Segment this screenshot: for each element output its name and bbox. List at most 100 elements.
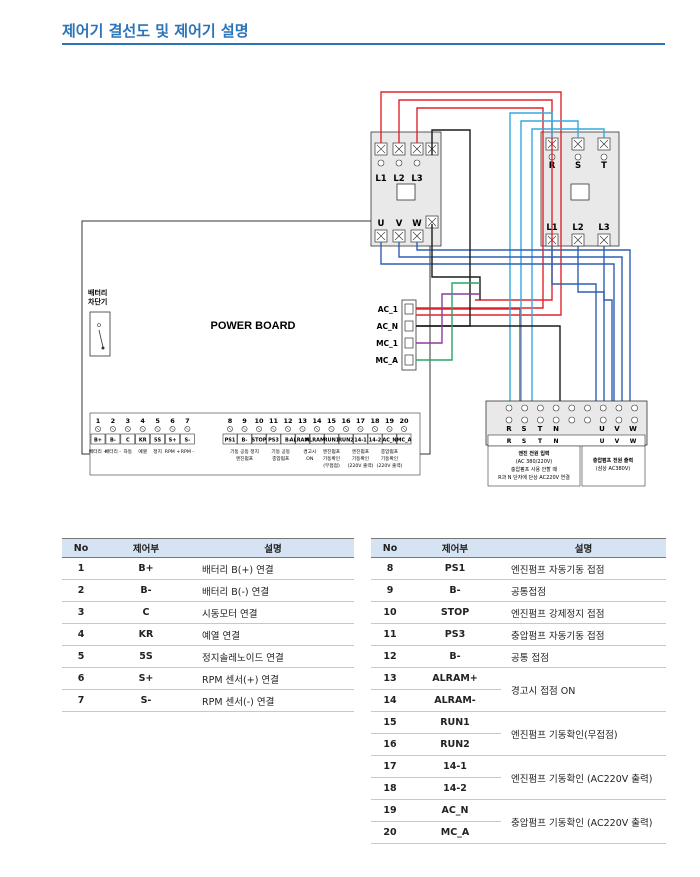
terminal-label: RUN1 [324,438,340,444]
terminal-label-box [165,433,180,445]
terminal-number: 7 [185,417,190,425]
terminal-label-box [120,433,136,445]
terminal-description: RPM + [165,449,181,455]
input-terminal-top-label: W [629,425,637,433]
terminal-number: 6 [170,417,175,425]
contactor-right-top-label: S [575,161,581,171]
row-code: STOP [409,601,501,624]
row-number: 10 [371,601,409,624]
contactor-left-top-screw-mark [394,144,404,154]
terminal-label-box [367,433,383,445]
row-description: 충압펌프 기동확인 (AC220V 출력) [501,799,666,844]
red-wire [416,107,544,309]
terminal-label: KR [139,438,147,444]
terminal-screw-mark [155,427,160,431]
contactor-left-top-screw-mark [412,144,422,154]
terminal-screw-mark [96,427,100,431]
terminal-description: 엔진펌프 [352,448,370,455]
terminal-screw-mark [242,427,247,431]
terminal-label: ALRAM - [305,438,329,444]
input-terminal-label: S [522,438,526,445]
contactor-left-top-label: L1 [375,174,386,184]
row-code: RUN1 [409,711,501,734]
sky-wire [531,128,605,404]
terminal-label: RUN2 [338,438,354,444]
input-terminal-top-label: S [521,425,526,433]
terminal-description: 충압펌프 [272,455,290,462]
terminal-label-box [266,433,281,445]
purple-wire [416,293,480,344]
input-desc-line: 충압펌프 전원 출력 [593,457,634,464]
contactor-left-bottom-label: U [378,219,385,229]
row-number: 7 [62,689,100,712]
terminal-label: C [126,438,130,444]
row-code: S+ [100,667,192,690]
row-code: PS1 [409,557,501,580]
terminal-label: ALRAM + [290,438,316,444]
breaker-contact [101,346,105,350]
side-terminal-label: AC_N [377,322,398,331]
row-description: RPM 센서(-) 연결 [192,689,354,712]
terminal-number: 4 [140,417,145,425]
row-description: 엔진펌프 강제정지 접점 [501,601,666,624]
sky-wire [509,112,553,404]
col-code: 제어부 [409,538,501,558]
contactor-left-bottom-screw-mark [412,231,422,241]
terminal-description: 충압펌프 [381,448,399,455]
terminal-label-box [353,433,368,445]
terminal-screw-mark [257,427,261,431]
blue-wire [380,242,615,404]
terminal-label: MC_A [396,438,411,444]
terminal-label: S- [185,438,191,444]
contactor-right-top-label: T [601,161,607,171]
row-code: PS3 [409,623,501,646]
terminal-label-box [251,433,267,445]
terminal-number: 13 [298,417,307,425]
black-wire [431,224,481,300]
breaker-contact [97,323,101,327]
contactor-left-bottom-label: W [412,219,422,229]
row-code: B- [409,579,501,602]
input-terminal-screw [537,416,544,424]
terminal-number: 19 [385,417,395,425]
terminal-screw-mark [387,427,392,431]
terminal-label-box [309,433,325,445]
input-terminal-screw [521,404,529,412]
row-description: 엔진펌프 기동확인 (AC220V 출력) [501,755,666,800]
terminal-label-box [150,433,165,445]
contactor-left-stud [377,159,385,167]
red-wire [416,308,521,404]
input-terminal-screw [568,404,576,412]
input-terminal-label: W [630,438,637,445]
col-code: 제어부 [100,538,192,558]
input-terminal-screw [599,416,607,424]
blue-wire [398,242,623,404]
row-number: 1 [62,557,100,580]
contactor-left-window [396,183,416,201]
row-description: 공통접점 [501,579,666,602]
terminal-screw-mark [170,427,175,431]
row-code: B- [100,579,192,602]
side-terminal-label: MC_A [375,356,398,365]
contactor-right-bottom-label: L2 [572,223,583,233]
terminal-label: B- [285,438,291,444]
breaker-switch [98,329,104,348]
terminal-label-box [295,433,310,445]
terminal-screw-mark [271,427,276,431]
input-terminal-screw [552,404,560,412]
row-number: 13 [371,667,409,690]
input-terminal-labels [487,434,646,447]
